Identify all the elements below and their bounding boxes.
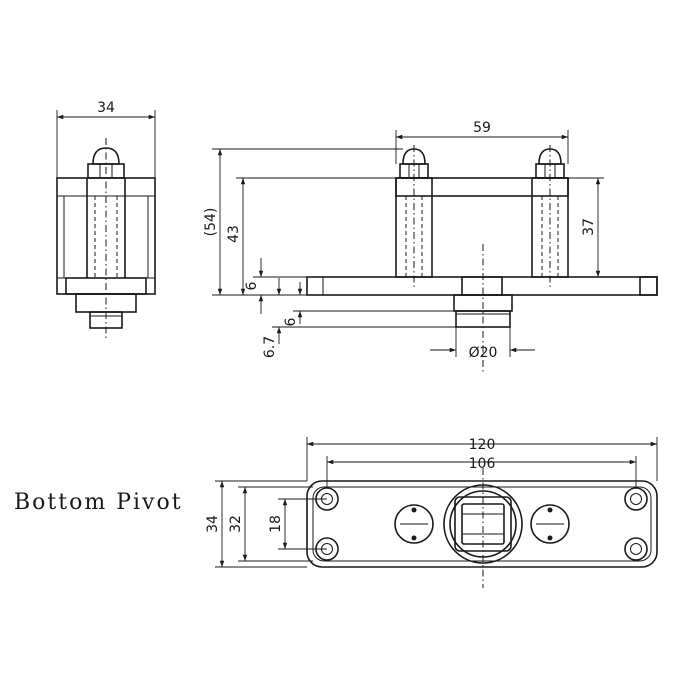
dim-plate-inner-width: 32 [228, 515, 244, 533]
dim-spindle-height: 6 [283, 317, 299, 326]
front-view [306, 145, 658, 372]
dim-post-height: 37 [581, 218, 597, 236]
drawing-title: Bottom Pivot [14, 490, 183, 515]
dim-plate-thickness: 6 [244, 281, 260, 290]
top-view [306, 468, 658, 588]
dim-overall-height: (54) [203, 208, 219, 237]
dim-spindle-offset: 6.7 [262, 336, 278, 358]
dim-side-width: 34 [97, 100, 115, 116]
dim-body-height: 43 [226, 225, 242, 243]
dimension-lines [56, 110, 658, 568]
dim-hole-pitch: 18 [268, 515, 284, 533]
side-view [56, 138, 156, 340]
dim-spindle-diameter: Ø20 [469, 345, 498, 361]
dim-plate-length: 120 [469, 437, 496, 453]
dim-plate-width: 34 [205, 515, 221, 533]
dim-hole-spacing: 106 [469, 456, 496, 472]
dim-top-span: 59 [473, 120, 491, 136]
